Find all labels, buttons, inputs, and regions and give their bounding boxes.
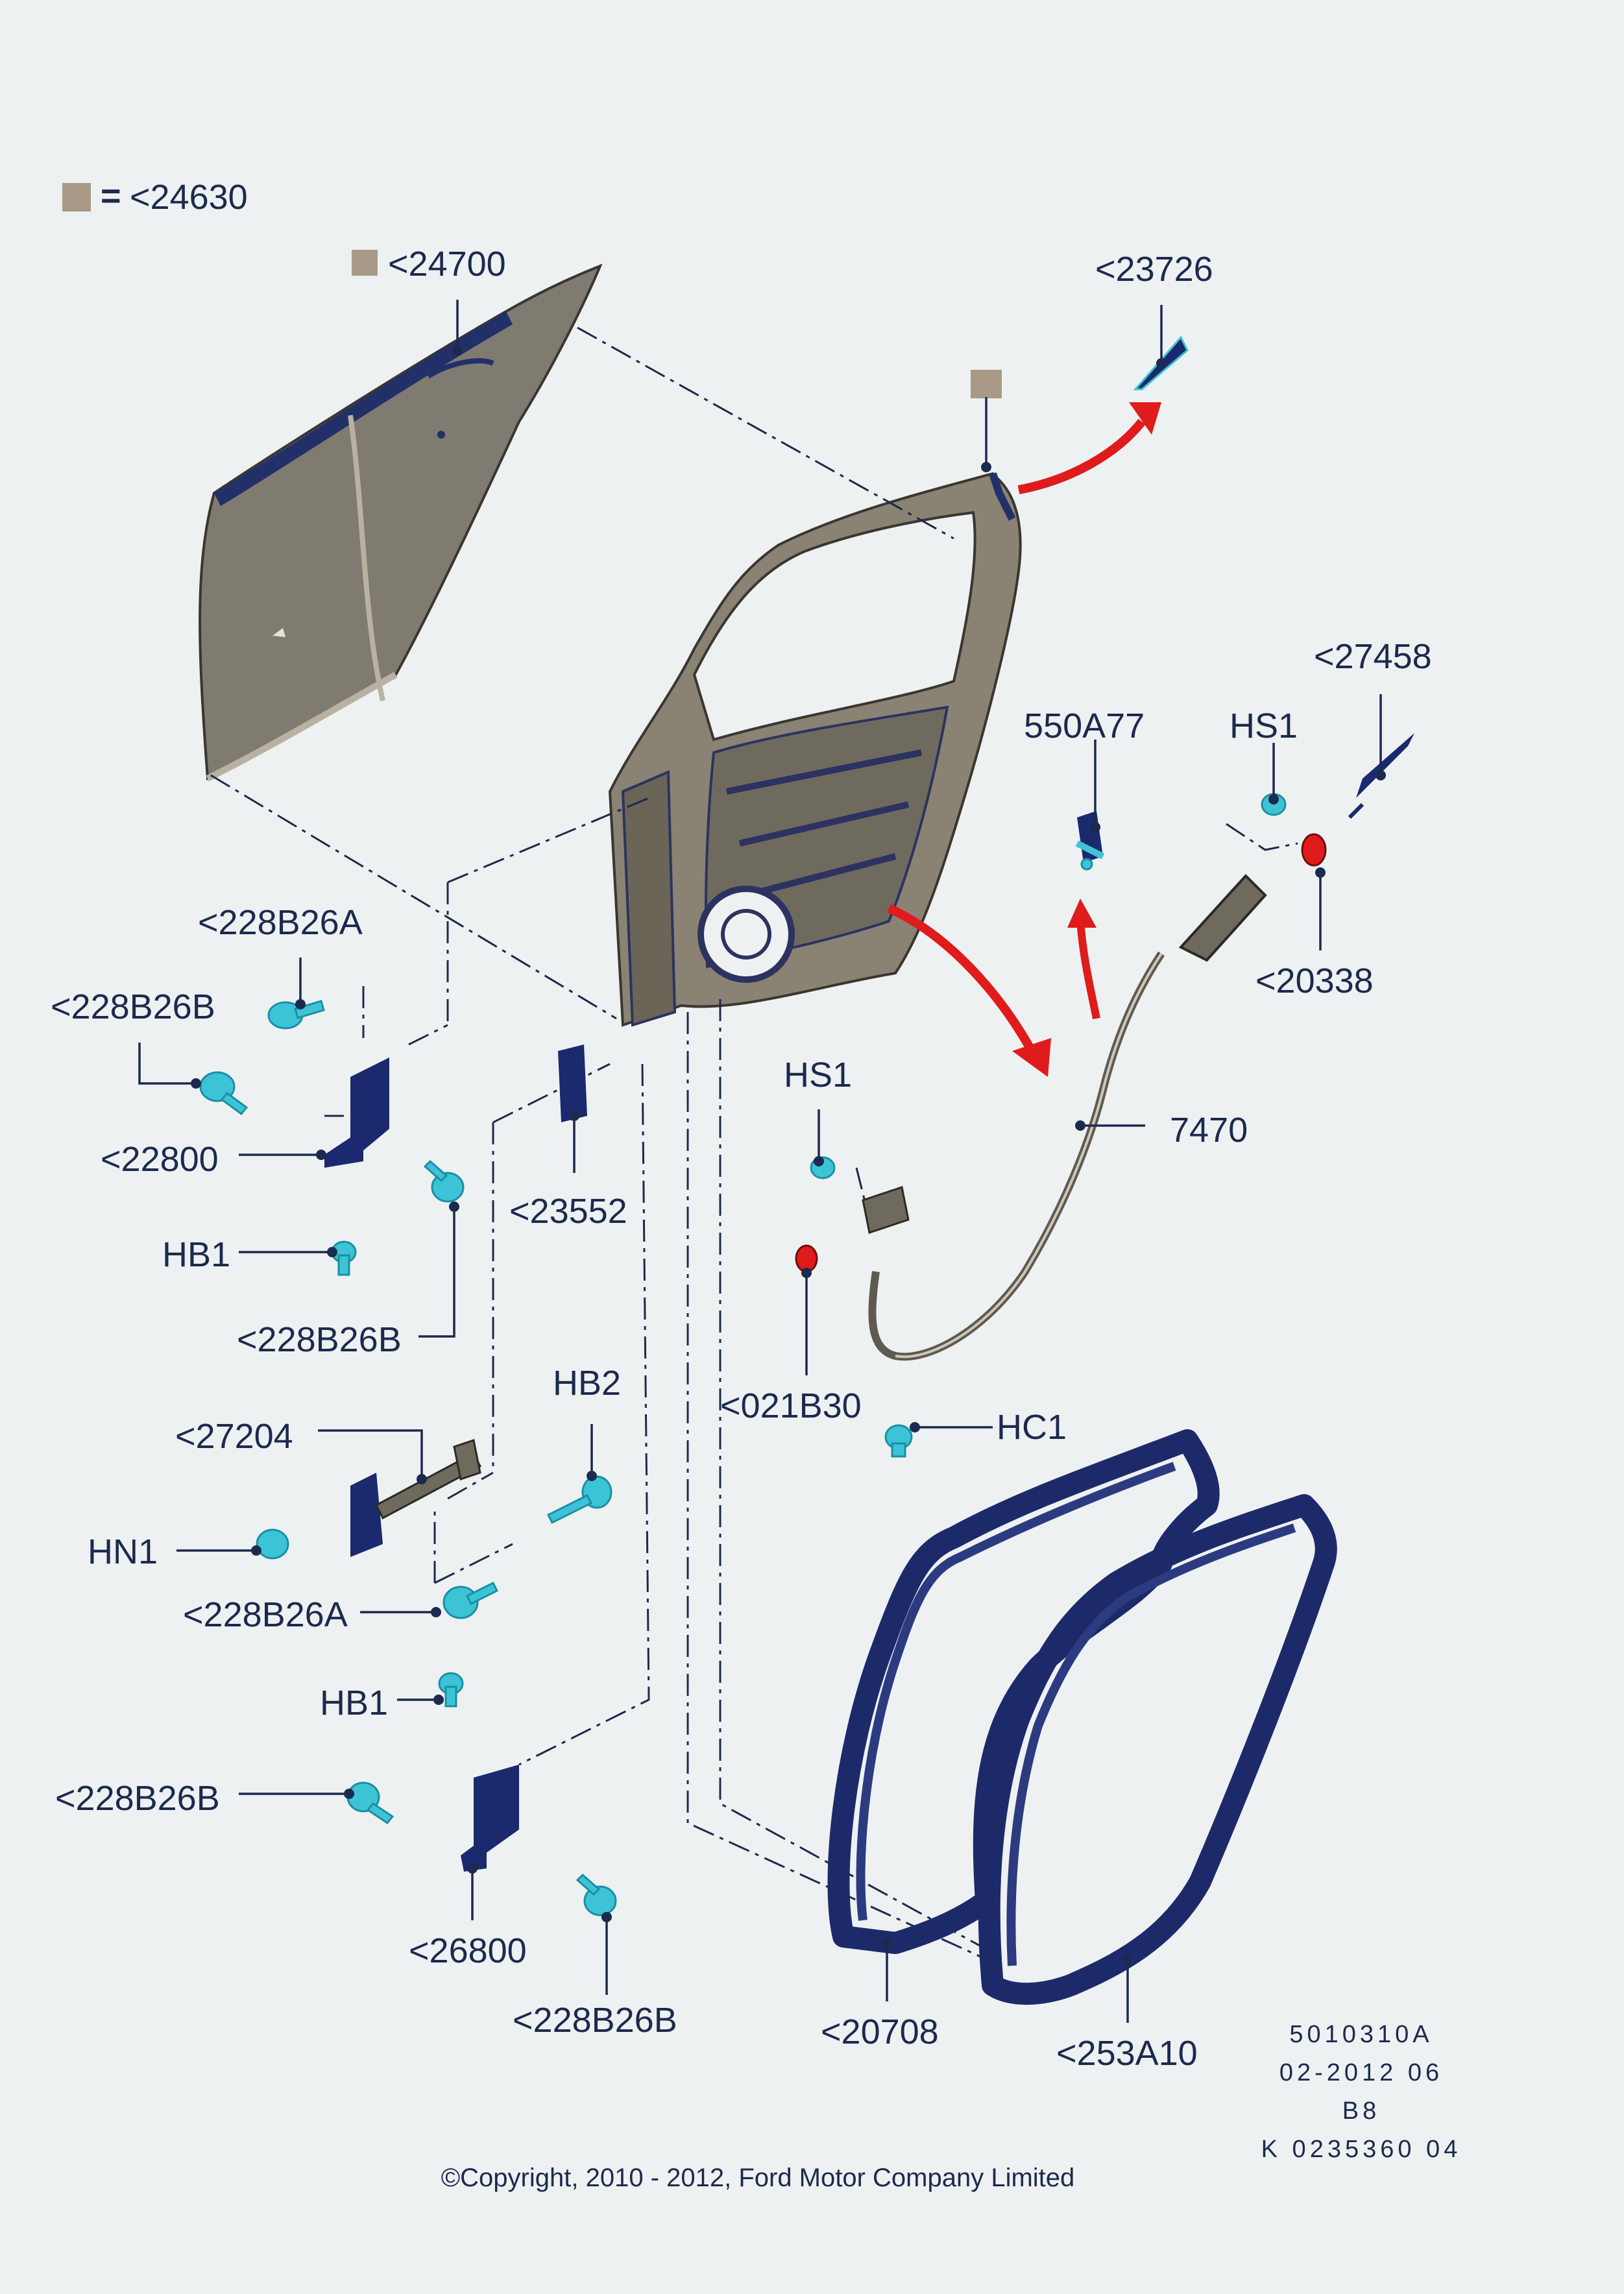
label-228b26b-bottom: <228B26B: [513, 2001, 677, 2040]
label-550a77: 550A77: [1024, 706, 1145, 745]
fasteners: [199, 793, 1287, 1916]
label-hc1: HC1: [997, 1408, 1067, 1447]
label-021b30: <021B30: [720, 1386, 862, 1425]
swatch-24700: [352, 250, 378, 276]
part-labels: <24700 <23726 <27458 550A77 HS1 <20338 7…: [51, 245, 1432, 2073]
label-228b26b-top: <228B26B: [51, 987, 215, 1026]
label-27204: <27204: [175, 1417, 293, 1456]
code-line-4: K 0235360 04: [1261, 2136, 1462, 2163]
legend-equals: =: [101, 176, 121, 215]
part-23552: [558, 1044, 587, 1122]
label-hb1-low: HB1: [320, 1684, 388, 1722]
red-arrows: [887, 402, 1161, 1077]
label-hs1-top: HS1: [1230, 706, 1298, 745]
seal-253a10: [978, 1494, 1337, 2005]
leader-lines: [138, 300, 1386, 2023]
alignment-lines: [210, 326, 1298, 1961]
label-hn1: HN1: [88, 1532, 158, 1571]
label-253a10: <253A10: [1056, 2034, 1198, 2073]
lock-cable-assembly: [795, 733, 1414, 1361]
inner-door-frame: [608, 472, 1022, 1027]
outer-door-panel: [199, 263, 603, 782]
label-20708: <20708: [821, 2012, 939, 2051]
legend: = <24630: [62, 176, 248, 217]
swatch-frame: [971, 370, 1002, 398]
legend-text: <24630: [130, 178, 248, 217]
label-hb1-top: HB1: [162, 1235, 230, 1274]
label-20338: <20338: [1255, 961, 1374, 1000]
label-23552: <23552: [509, 1192, 627, 1231]
label-24700: <24700: [388, 245, 506, 284]
copyright-notice: ©Copyright, 2010 - 2012, Ford Motor Comp…: [441, 2164, 1075, 2192]
seal-20708: [827, 1429, 1220, 1954]
hinge-lower: [461, 1765, 519, 1872]
code-line-3: B8: [1342, 2097, 1380, 2125]
code-line-2: 02-2012 06: [1279, 2059, 1443, 2086]
label-228b26b-low: <228B26B: [55, 1779, 220, 1818]
label-hb2: HB2: [553, 1364, 621, 1403]
hinge-upper: [324, 1057, 389, 1168]
label-228b26a-low: <228B26A: [183, 1595, 348, 1634]
code-line-1: 5010310A: [1289, 2021, 1433, 2048]
drawing-code-block: 5010310A 02-2012 06 B8 K 0235360 04: [1261, 2021, 1462, 2163]
label-27458: <27458: [1314, 637, 1432, 676]
label-228b26b-mid: <228B26B: [237, 1320, 402, 1359]
label-228b26a-top: <228B26A: [198, 903, 363, 942]
label-7470: 7470: [1170, 1111, 1248, 1150]
label-hs1-mid: HS1: [784, 1056, 852, 1094]
check-strap-27204: [350, 1439, 481, 1557]
label-22800: <22800: [101, 1140, 219, 1179]
label-23726: <23726: [1095, 250, 1213, 289]
legend-swatch: [62, 183, 91, 211]
label-26800: <26800: [409, 1931, 527, 1970]
